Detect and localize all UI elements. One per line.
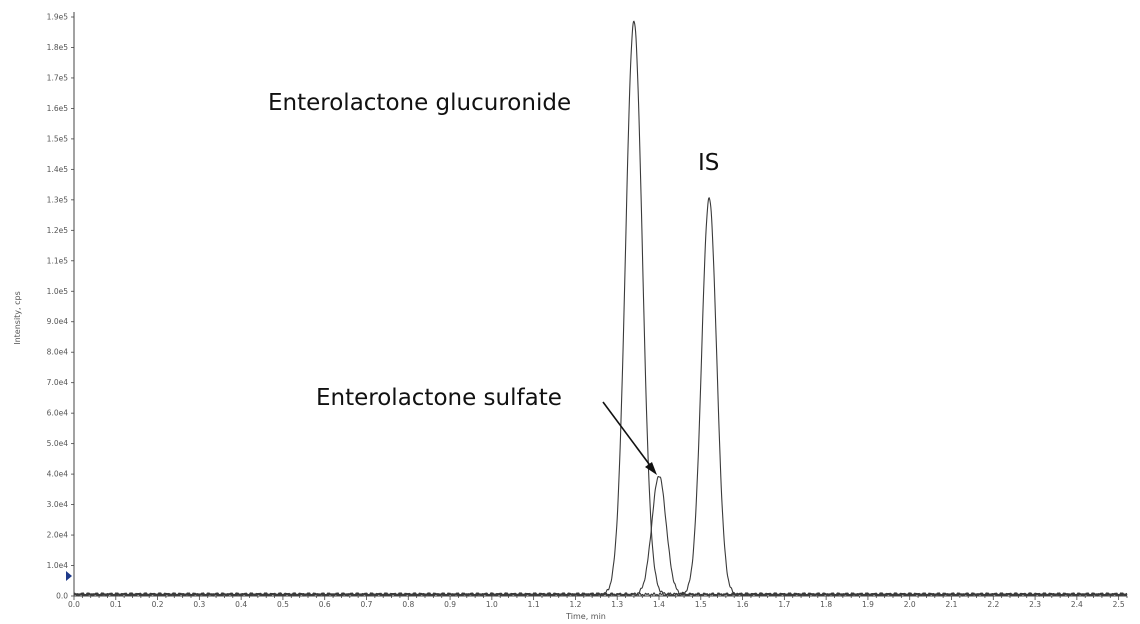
y-tick-label: 9.0e4 [47,317,69,326]
chromatogram-trace-0 [73,20,1128,597]
y-tick-label: 1.2e5 [47,226,69,235]
annotation-sulfate: Enterolactone sulfate [316,385,562,411]
y-tick-label: 5.0e4 [47,439,69,448]
x-tick-label: 0.3 [193,600,205,609]
x-tick-label: 0.1 [110,600,122,609]
x-tick-label: 1.6 [737,600,749,609]
x-tick-label: 0.9 [444,600,456,609]
y-axis-ticks: 0.0 1.0e4 2.0e4 3.0e4 4.0e4 5.0e4 6.0e4 7.0e4 8.… [47,13,74,601]
x-tick-label: 2.3 [1029,600,1041,609]
y-tick-label: 1.1e5 [47,256,69,265]
x-axis-title: Time, min [565,612,606,621]
x-tick-label: 2.1 [946,600,958,609]
y-tick-label: 1.9e5 [47,13,69,22]
x-tick-label: 0.6 [319,600,331,609]
x-tick-label: 1.2 [569,600,581,609]
annotation-glucuronide: Enterolactone glucuronide [268,90,571,116]
x-tick-label: 1.7 [778,600,790,609]
y-tick-label: 0.0 [56,592,68,601]
y-axis-marker-icon [66,571,72,581]
y-tick-label: 6.0e4 [47,409,69,418]
x-tick-label: 2.0 [904,600,916,609]
x-tick-label: 2.5 [1113,600,1125,609]
trace-group [73,20,1128,597]
x-tick-label: 0.2 [152,600,164,609]
x-tick-label: 0.0 [68,600,80,609]
y-tick-label: 1.5e5 [47,134,69,143]
x-tick-label: 1.0 [486,600,498,609]
y-tick-label: 2.0e4 [47,531,69,540]
x-tick-label: 1.4 [653,600,665,609]
x-tick-label: 1.1 [528,600,540,609]
x-tick-label: 2.2 [987,600,999,609]
x-tick-label: 0.8 [402,600,414,609]
x-tick-label: 1.3 [611,600,623,609]
x-tick-label: 0.7 [361,600,373,609]
x-tick-label: 1.5 [695,600,707,609]
chromatogram-trace-1 [73,476,1128,597]
y-tick-label: 8.0e4 [47,348,69,357]
y-tick-label: 1.7e5 [47,73,69,82]
annotation-is: IS [698,150,719,176]
x-axis-ticks: 0.0 0.1 0.2 0.3 0.4 0.5 0.6 0.7 0.8 0.9 1.0 1.1 1.2 1… [68,596,1128,609]
y-tick-label: 1.6e5 [47,104,69,113]
y-tick-label: 1.0e5 [47,287,69,296]
y-tick-label: 1.0e4 [47,561,69,570]
y-axis-title: Intensity, cps [13,291,22,345]
chromatogram-trace-2 [73,196,1128,597]
x-tick-label: 2.4 [1071,600,1083,609]
y-tick-label: 1.8e5 [47,43,69,52]
y-tick-label: 3.0e4 [47,500,69,509]
y-tick-label: 7.0e4 [47,378,69,387]
x-tick-label: 1.9 [862,600,874,609]
y-tick-label: 1.3e5 [47,195,69,204]
y-tick-label: 4.0e4 [47,470,69,479]
y-tick-label: 1.4e5 [47,165,69,174]
x-tick-label: 1.8 [820,600,832,609]
x-tick-label: 0.4 [235,600,247,609]
sulfate-arrow [602,401,657,475]
x-tick-label: 0.5 [277,600,289,609]
